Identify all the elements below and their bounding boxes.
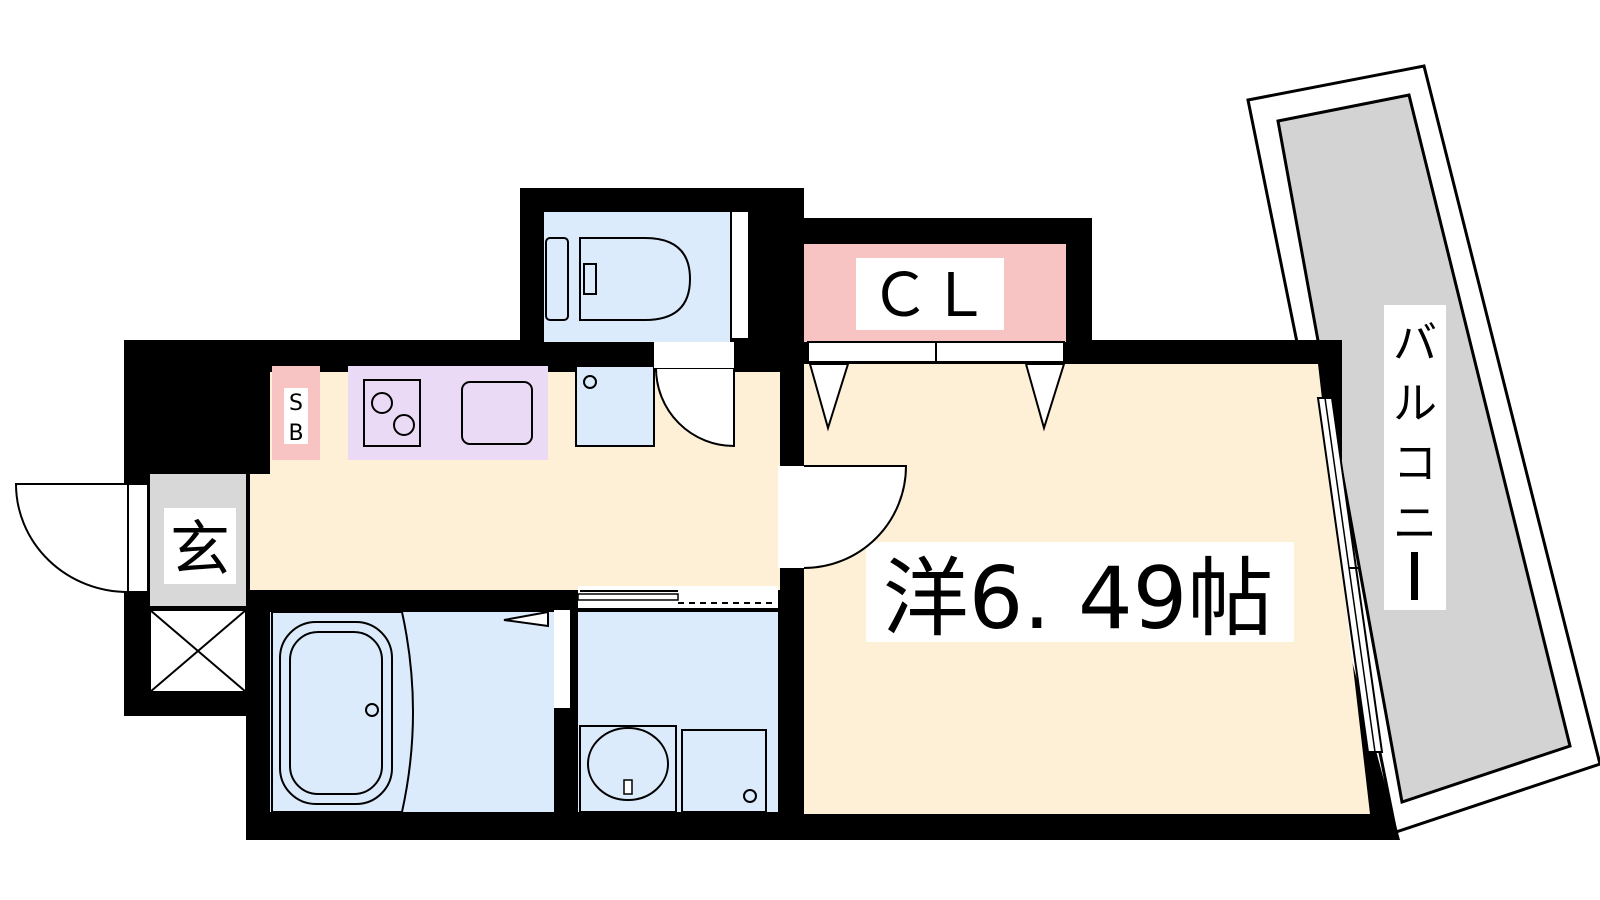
closet-door-swing-right xyxy=(1024,363,1066,432)
western-room: 洋6. 49帖 xyxy=(804,363,1370,814)
corridor-to-room-opening xyxy=(778,466,804,568)
washroom xyxy=(578,612,778,813)
balcony-label-1: バ xyxy=(1393,318,1437,369)
room-label: 洋6. 49帖 xyxy=(883,549,1274,649)
entrance: 玄 xyxy=(14,474,247,693)
toilet-door-swing xyxy=(654,367,735,448)
bathroom xyxy=(270,610,554,813)
washbasin xyxy=(587,727,669,801)
entrance-door-frame xyxy=(127,483,149,593)
toilet-room xyxy=(544,212,730,342)
entrance-door-swing xyxy=(14,483,129,594)
entrance-label: 玄 xyxy=(170,515,230,585)
room-label-bg xyxy=(866,542,1294,642)
burner-icon xyxy=(393,414,415,436)
bathroom-door xyxy=(554,610,570,708)
shoe-box-label-s: S xyxy=(289,391,303,416)
sink xyxy=(461,381,533,445)
fridge-space xyxy=(575,365,655,447)
balcony-label-5 xyxy=(1411,552,1418,600)
shoe-box: S B xyxy=(272,366,320,460)
toilet-seat-hinge xyxy=(583,263,597,295)
balcony: バ ル コ ニ xyxy=(1246,64,1600,834)
toilet-bowl xyxy=(579,237,692,321)
closet-label-bg xyxy=(856,258,1004,330)
washing-machine-space xyxy=(681,729,767,813)
room-door-swing xyxy=(803,465,908,569)
balcony-label-4: ニ xyxy=(1393,498,1437,549)
closet-door-swing-left xyxy=(808,363,850,432)
balcony-label-3: コ xyxy=(1393,438,1437,489)
entrance-label-bg xyxy=(164,508,236,584)
closet: ＣＬ xyxy=(804,244,1066,363)
balcony-label-2: ル xyxy=(1393,378,1437,429)
stove xyxy=(363,379,421,447)
drain-icon xyxy=(365,703,379,717)
toilet-tank xyxy=(545,237,569,321)
bathtub-basin xyxy=(279,621,393,805)
kitchen xyxy=(348,366,548,460)
shoe-box-label-b: B xyxy=(288,421,303,446)
toilet-door-frame xyxy=(732,212,748,338)
burner-icon xyxy=(371,392,393,414)
shower-fixture xyxy=(503,610,549,628)
closet-label: ＣＬ xyxy=(870,261,990,331)
